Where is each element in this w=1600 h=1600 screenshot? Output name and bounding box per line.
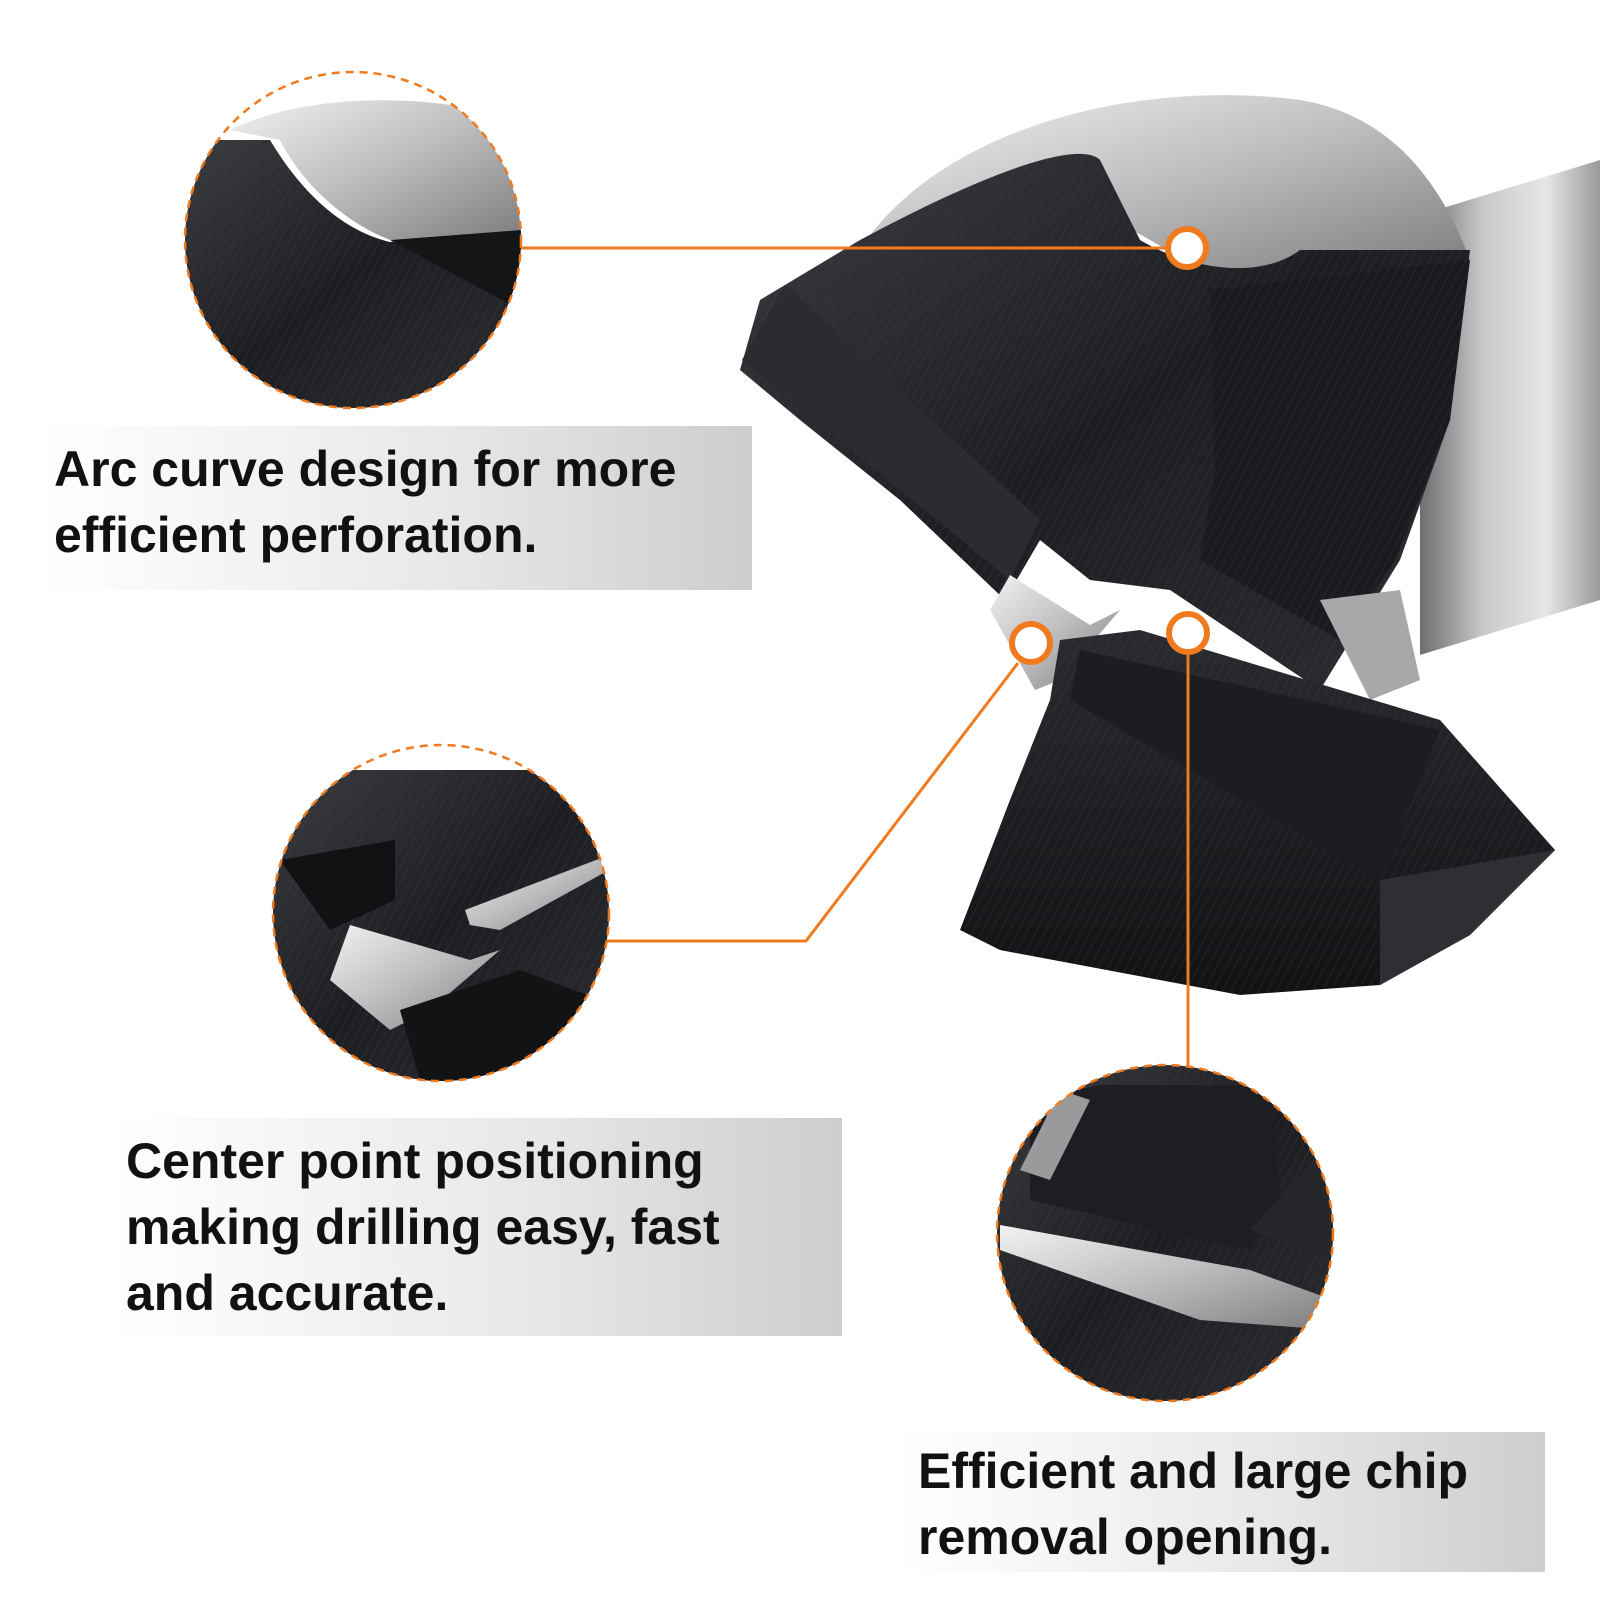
caption-arc-curve-line-1: Arc curve design for more <box>54 441 677 497</box>
caption-arc-curve: Arc curve design for more efficient perf… <box>40 426 752 590</box>
caption-center-point-line-3: and accurate. <box>126 1265 449 1321</box>
caption-center-point-line-1: Center point positioning <box>126 1133 704 1189</box>
caption-chip-removal-line-1: Efficient and large chip <box>918 1443 1469 1499</box>
caption-arc-curve-line-2: efficient perforation. <box>54 507 538 563</box>
leader-line-center <box>607 662 1020 943</box>
zoom-circle-center-point <box>271 743 611 1083</box>
callout-markers <box>1009 226 1210 665</box>
caption-chip-removal: Efficient and large chip removal opening… <box>900 1432 1545 1572</box>
zoom-circle-chip-removal <box>995 1063 1335 1403</box>
marker-dot-chip <box>1166 611 1210 655</box>
caption-center-point-line-2: making drilling easy, fast <box>126 1199 720 1255</box>
marker-dot-arc <box>1165 226 1209 270</box>
marker-dot-center <box>1009 621 1053 665</box>
callout-leader-lines <box>521 246 1190 1085</box>
caption-chip-removal-line-2: removal opening. <box>918 1509 1332 1565</box>
zoom-circle-arc-curve <box>183 70 523 410</box>
drill-bit-image <box>740 95 1600 995</box>
caption-center-point: Center point positioning making drilling… <box>110 1118 842 1336</box>
